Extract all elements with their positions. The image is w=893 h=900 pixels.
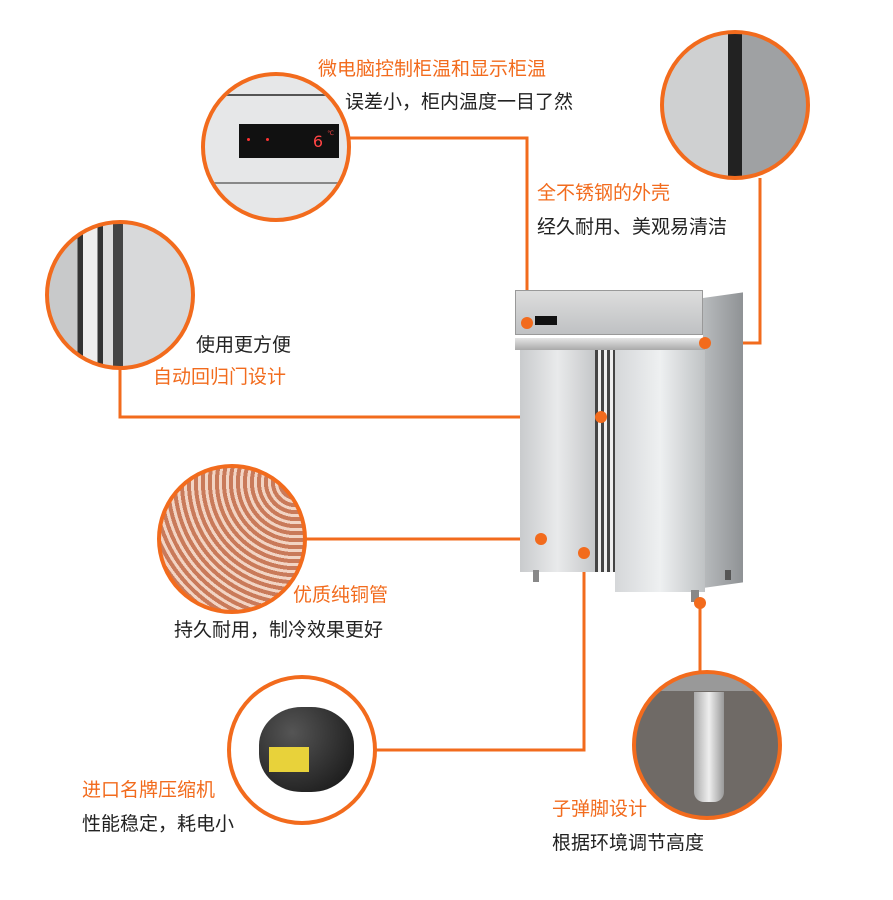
feature-title-compressor: 进口名牌压缩机 xyxy=(82,779,216,801)
dot-compressor xyxy=(578,547,590,559)
copper-coil-closeup xyxy=(157,464,307,614)
feature-desc-shell: 经久耐用、美观易清洁 xyxy=(537,216,728,238)
feature-title-display: 微电脑控制柜温和显示柜温 xyxy=(318,58,547,80)
feature-desc-compressor: 性能稳定，耗电小 xyxy=(82,813,235,835)
compressor-closeup xyxy=(227,675,377,825)
feature-desc-copper: 持久耐用，制冷效果更好 xyxy=(174,619,384,641)
feature-title-copper: 优质纯铜管 xyxy=(293,584,389,606)
adjustable-leg-closeup xyxy=(632,670,782,820)
temperature-readout: 6 xyxy=(312,132,323,151)
dot-door xyxy=(595,411,607,423)
feature-desc-display: 误差小，柜内温度一目了然 xyxy=(345,91,574,113)
feature-title-shell: 全不锈钢的外壳 xyxy=(537,182,671,204)
feature-title-door: 自动回归门设计 xyxy=(153,366,287,388)
dot-shell xyxy=(699,337,711,349)
feature-desc-door: 使用更方便 xyxy=(196,334,292,356)
feature-title-leg: 子弹脚设计 xyxy=(552,798,648,820)
feature-desc-leg: 根据环境调节高度 xyxy=(552,832,705,854)
dot-copper xyxy=(535,533,547,545)
stainless-steel-corner-closeup xyxy=(660,30,810,180)
door-gasket-closeup xyxy=(45,220,195,370)
dot-display xyxy=(521,317,533,329)
thermostat-display-closeup: 6 ℃ xyxy=(201,72,351,222)
dot-leg xyxy=(694,597,706,609)
refrigerator-image xyxy=(515,290,745,610)
